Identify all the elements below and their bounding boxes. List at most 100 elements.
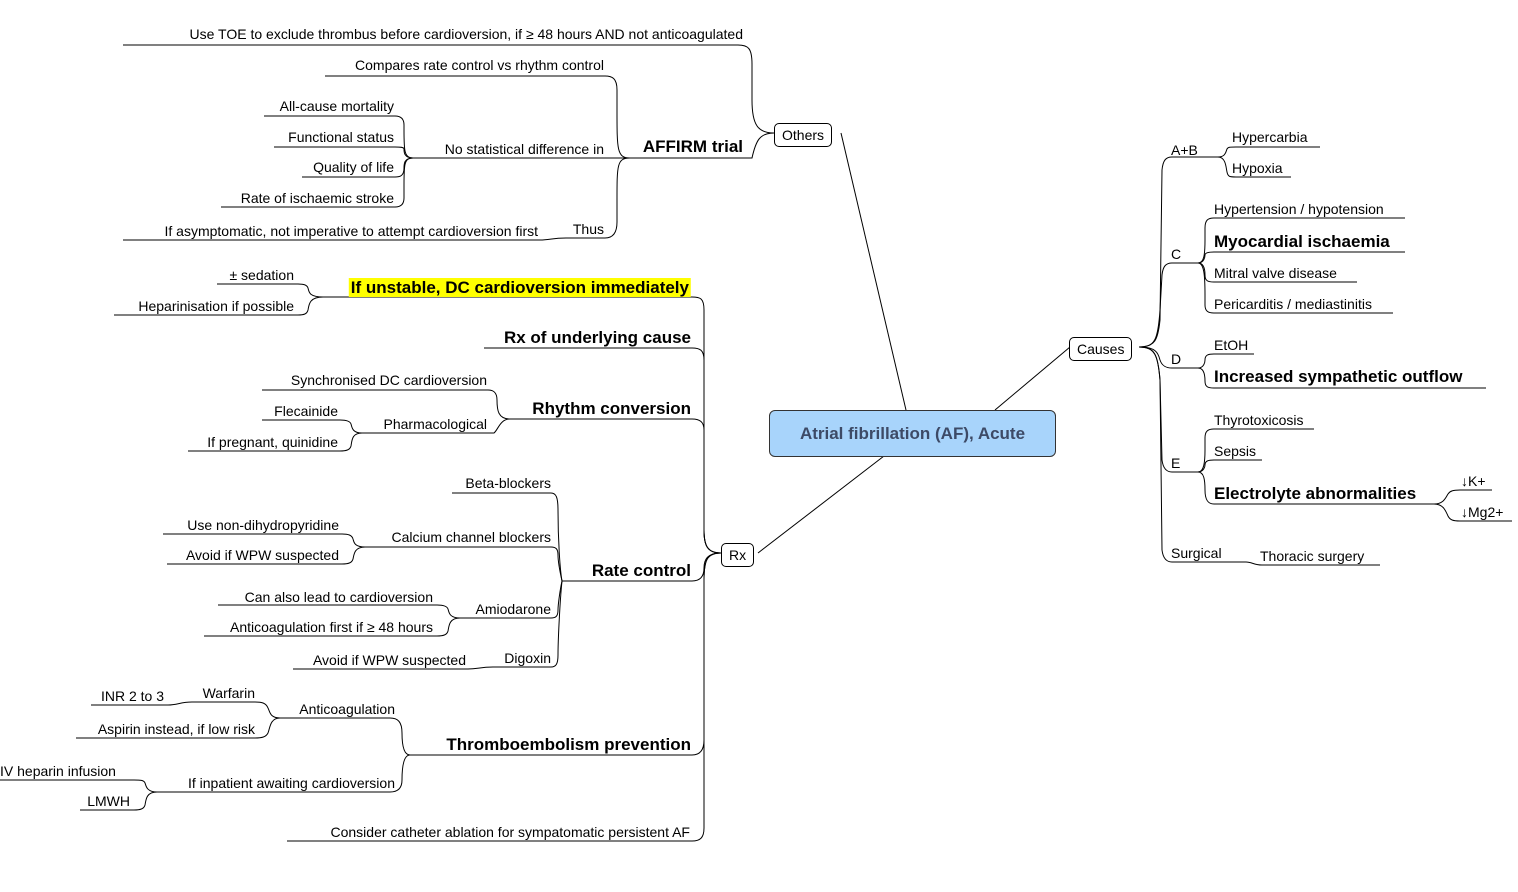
- node-underlying-cause[interactable]: Rx of underlying cause: [503, 328, 691, 347]
- node-warfarin[interactable]: Warfarin: [202, 685, 255, 701]
- branch-others[interactable]: Others: [774, 123, 833, 147]
- node-quality[interactable]: Quality of life: [313, 159, 394, 175]
- node-digoxin-wpw[interactable]: Avoid if WPW suspected: [312, 652, 466, 668]
- node-low-mg[interactable]: ↓Mg2+: [1461, 504, 1504, 520]
- node-rate-control[interactable]: Rate control: [591, 561, 691, 580]
- node-electrolyte[interactable]: Electrolyte abnormalities: [1214, 484, 1417, 503]
- link-root-others: [840, 132, 907, 411]
- node-catheter-ablation[interactable]: Consider catheter ablation for sympatoma…: [330, 824, 690, 840]
- link-causes-e: [1138, 346, 1198, 473]
- link-rhythm-sync: [262, 389, 511, 420]
- link-nodiff-functional: [274, 146, 414, 159]
- node-stroke[interactable]: Rate of ischaemic stroke: [240, 190, 394, 206]
- link-d-sympathetic: [1197, 367, 1486, 389]
- node-ccb-wpw[interactable]: Avoid if WPW suspected: [185, 547, 339, 563]
- node-mitral[interactable]: Mitral valve disease: [1214, 265, 1337, 281]
- link-others-toe: [123, 44, 775, 134]
- link-ccb-nondhp: [163, 533, 366, 548]
- node-toe[interactable]: Use TOE to exclude thrombus before cardi…: [189, 26, 743, 42]
- link-digoxin-wpw: [293, 666, 494, 670]
- node-etoh[interactable]: EtOH: [1214, 337, 1249, 353]
- node-c[interactable]: C: [1171, 246, 1182, 262]
- node-aspirin[interactable]: Aspirin instead, if low risk: [97, 721, 255, 737]
- node-beta-blockers[interactable]: Beta-blockers: [465, 475, 551, 491]
- link-ab-hypercarbia: [1217, 146, 1320, 158]
- link-surgical-thoracic: [1245, 561, 1380, 566]
- node-rhythm-conversion[interactable]: Rhythm conversion: [532, 399, 691, 418]
- link-warfarin-inr: [91, 701, 193, 706]
- node-non-dhp[interactable]: Use non-dihydropyridine: [187, 517, 339, 533]
- link-e-thyro: [1197, 428, 1314, 473]
- node-pericarditis[interactable]: Pericarditis / mediastinitis: [1214, 296, 1372, 312]
- node-e[interactable]: E: [1171, 455, 1181, 471]
- link-causes-surgical: [1138, 346, 1246, 563]
- node-unstable[interactable]: If unstable, DC cardioversion immediatel…: [348, 278, 691, 298]
- node-flecainide[interactable]: Flecainide: [274, 403, 338, 419]
- node-hypercarbia[interactable]: Hypercarbia: [1232, 129, 1308, 145]
- link-root-rx: [757, 455, 885, 554]
- link-anticoag-warfarin: [192, 701, 281, 719]
- link-unstable-heparin: [114, 296, 324, 316]
- node-affirm-compares[interactable]: Compares rate control vs rhythm control: [355, 57, 604, 73]
- node-pharmacological[interactable]: Pharmacological: [383, 416, 488, 432]
- node-functional[interactable]: Functional status: [288, 129, 394, 145]
- link-ccb-wpw: [167, 546, 366, 565]
- highlighted-text: If unstable, DC cardioversion immediatel…: [348, 278, 691, 297]
- node-sympathetic[interactable]: Increased sympathetic outflow: [1214, 367, 1463, 386]
- node-hypoxia[interactable]: Hypoxia: [1232, 160, 1283, 176]
- node-low-k[interactable]: ↓K+: [1461, 473, 1486, 489]
- branch-causes[interactable]: Causes: [1069, 337, 1133, 361]
- node-anticoagulation[interactable]: Anticoagulation: [299, 701, 395, 717]
- link-unstable-sedation: [217, 283, 324, 298]
- node-inr[interactable]: INR 2 to 3: [100, 688, 164, 704]
- node-ab[interactable]: A+B: [1171, 142, 1198, 158]
- node-thus[interactable]: Thus: [572, 221, 604, 237]
- node-myocardial-ischaemia[interactable]: Myocardial ischaemia: [1214, 232, 1390, 251]
- node-heparinisation[interactable]: Heparinisation if possible: [138, 298, 294, 314]
- node-synchronised-dc[interactable]: Synchronised DC cardioversion: [290, 372, 487, 388]
- central-topic[interactable]: Atrial fibrillation (AF), Acute: [769, 410, 1056, 457]
- link-others-affirm: [630, 132, 775, 159]
- node-lmwh[interactable]: LMWH: [87, 793, 130, 809]
- node-thoracic-surgery[interactable]: Thoracic surgery: [1260, 548, 1365, 564]
- node-ccb[interactable]: Calcium channel blockers: [391, 529, 551, 545]
- link-nodiff-stroke: [221, 157, 414, 208]
- node-amio-anticoag[interactable]: Anticoagulation first if ≥ 48 hours: [229, 619, 433, 635]
- node-sepsis[interactable]: Sepsis: [1214, 443, 1257, 459]
- link-c-pericarditis: [1197, 262, 1393, 314]
- node-mortality[interactable]: All-cause mortality: [279, 98, 394, 114]
- node-iv-heparin[interactable]: IV heparin infusion: [0, 763, 116, 779]
- node-affirm[interactable]: AFFIRM trial: [642, 137, 743, 156]
- link-c-hypertension: [1197, 217, 1405, 264]
- node-quinidine[interactable]: If pregnant, quinidine: [207, 434, 338, 450]
- link-affirm-compares: [325, 75, 631, 159]
- node-amiodarone[interactable]: Amiodarone: [475, 601, 552, 617]
- node-hypertension[interactable]: Hypertension / hypotension: [1214, 201, 1384, 217]
- node-amio-cardioversion[interactable]: Can also lead to cardioversion: [244, 589, 433, 605]
- link-root-causes: [994, 346, 1071, 411]
- link-rx-rhythm: [510, 418, 722, 554]
- link-causes-c: [1138, 262, 1198, 348]
- link-rate-digoxin: [493, 580, 563, 668]
- node-thus-item[interactable]: If asymptomatic, not imperative to attem…: [164, 223, 538, 239]
- link-anticoag-aspirin: [76, 717, 281, 739]
- node-digoxin[interactable]: Digoxin: [504, 650, 551, 666]
- link-nodiff-quality: [302, 157, 414, 178]
- link-thrombo-anticoag: [280, 717, 411, 756]
- link-nodiff-mortality: [264, 115, 414, 159]
- node-thyrotoxicosis[interactable]: Thyrotoxicosis: [1214, 412, 1304, 428]
- node-surgical[interactable]: Surgical: [1171, 545, 1222, 561]
- branch-rx[interactable]: Rx: [721, 543, 755, 567]
- node-d[interactable]: D: [1171, 351, 1182, 367]
- link-rate-beta: [452, 492, 563, 582]
- link-rx-ablation: [287, 552, 722, 842]
- link-affirm-thus: [566, 157, 631, 239]
- node-sedation[interactable]: ± sedation: [229, 267, 294, 283]
- node-no-diff[interactable]: No statistical difference in: [444, 141, 604, 157]
- link-electrolyte-k: [1433, 489, 1492, 505]
- node-inpatient[interactable]: If inpatient awaiting cardioversion: [187, 775, 395, 791]
- node-thromboembolism[interactable]: Thromboembolism prevention: [446, 735, 691, 754]
- link-inpatient-lmwh: [80, 791, 158, 811]
